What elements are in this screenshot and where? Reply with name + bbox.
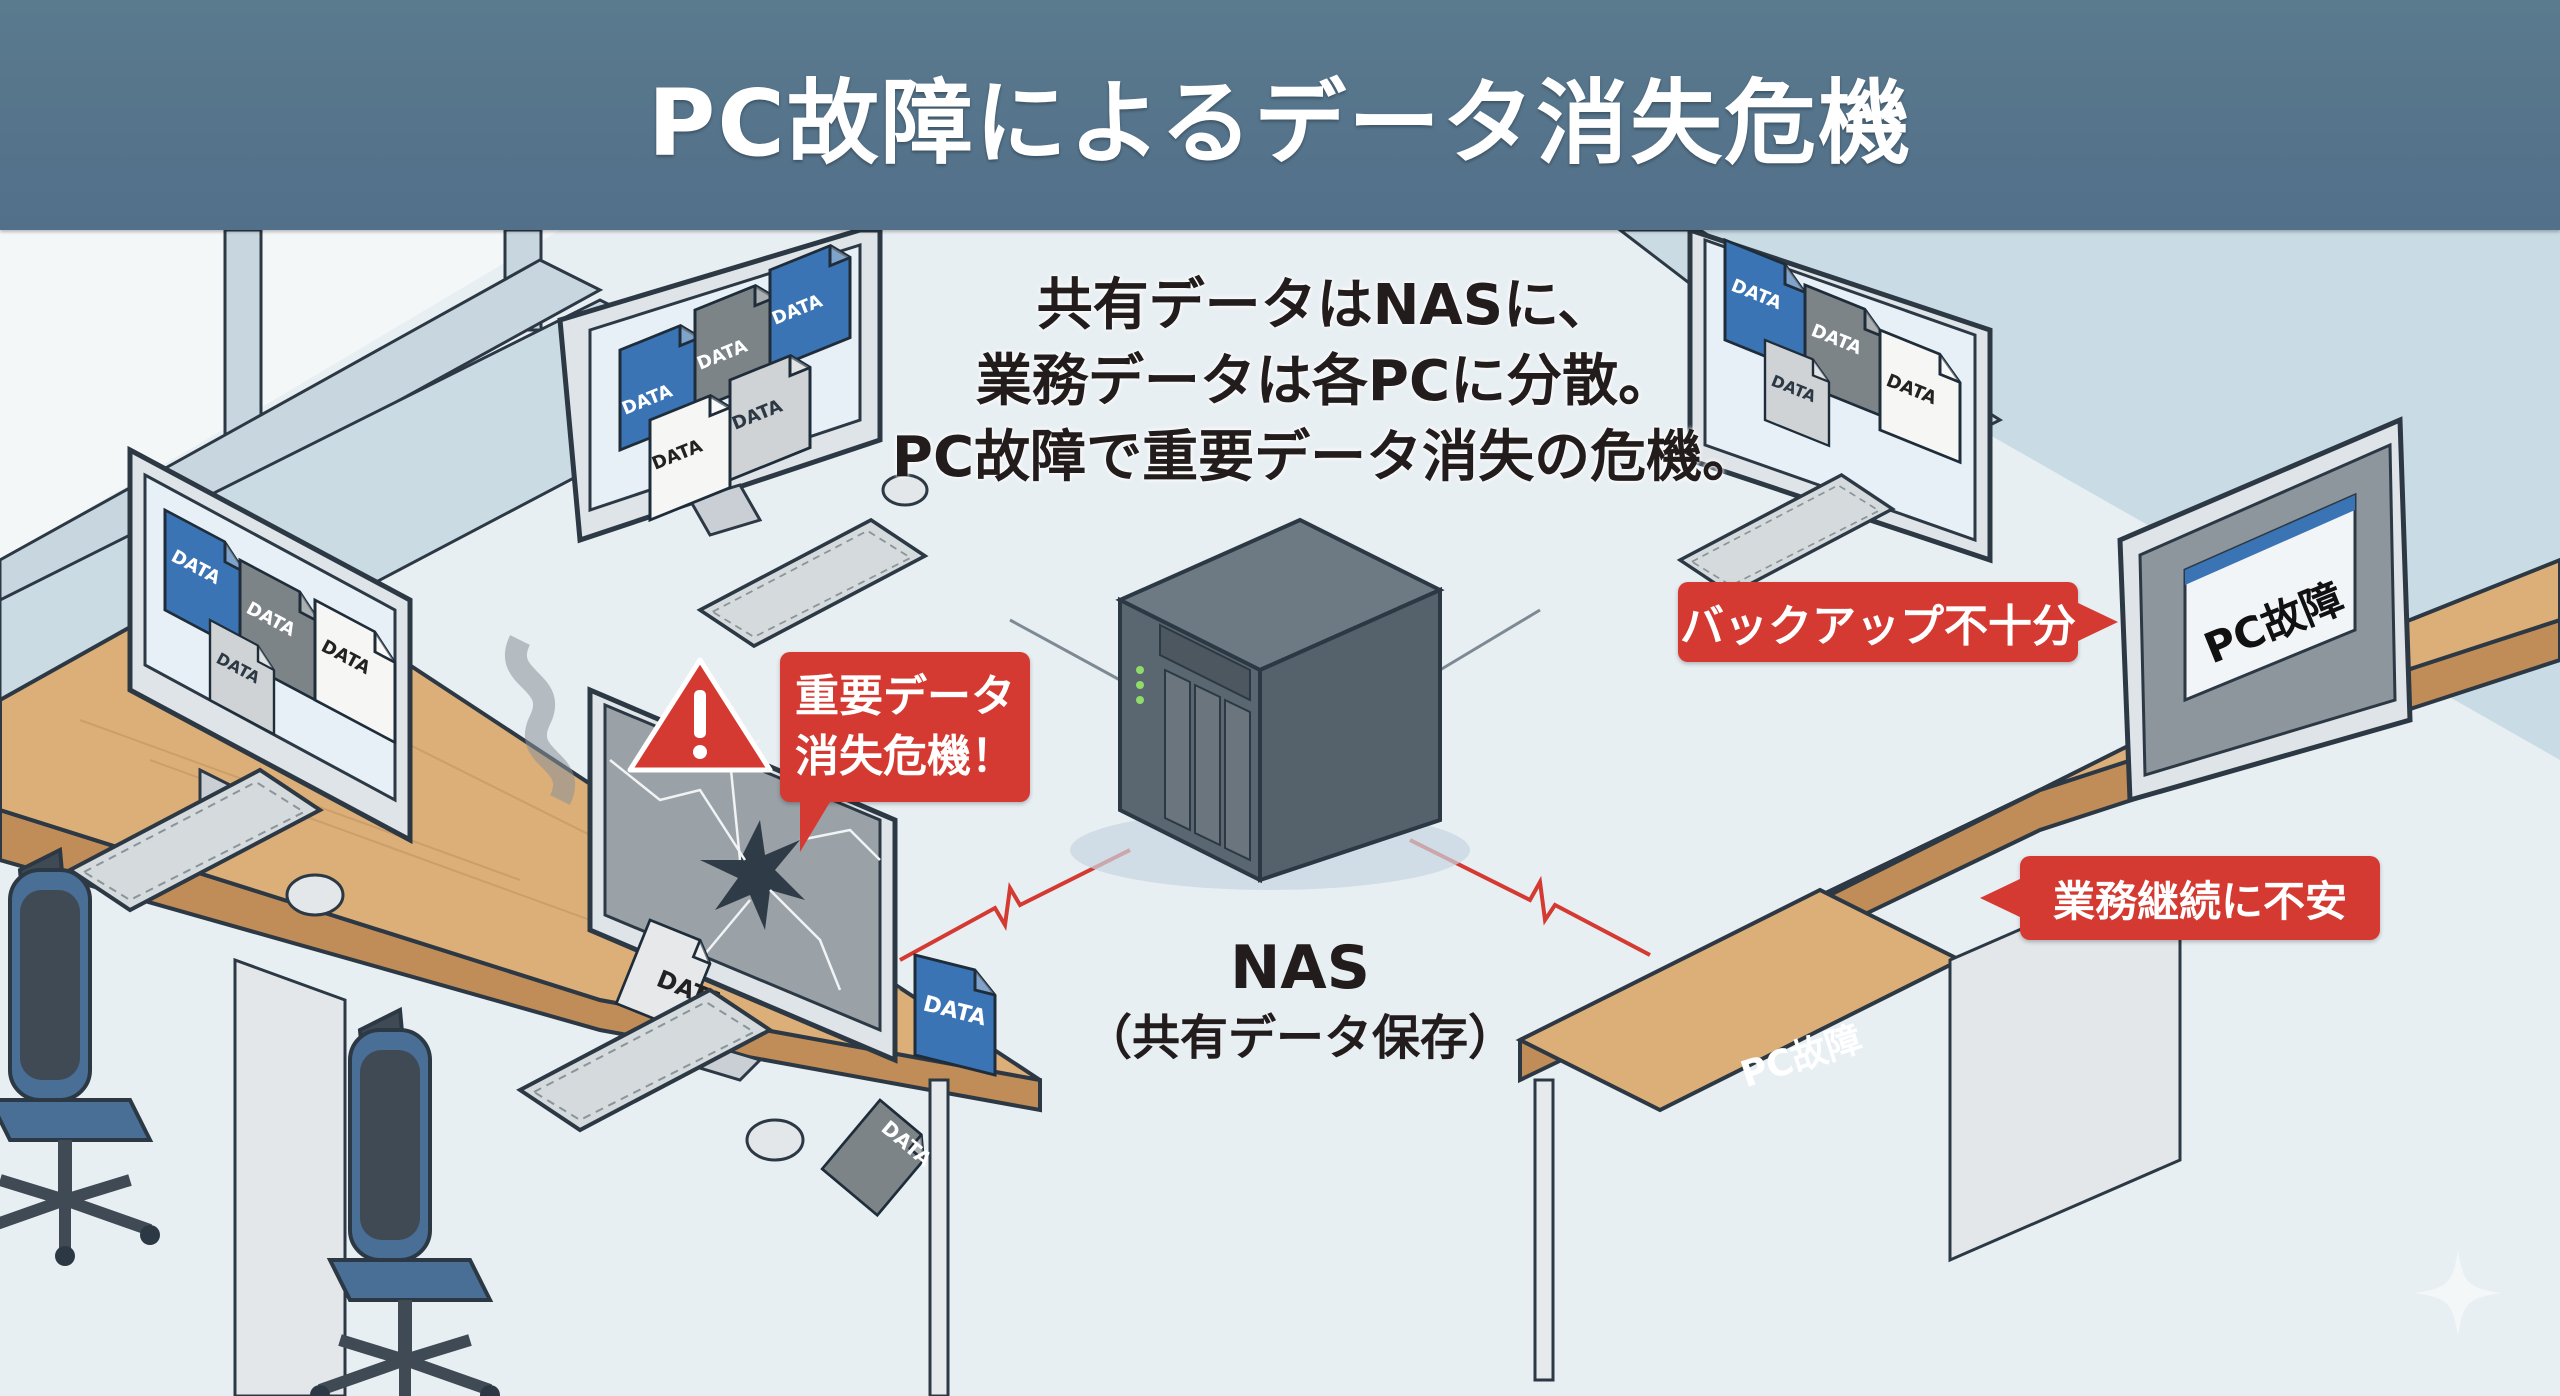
monitor-top-right: DATA DATA DATA DATA xyxy=(1687,226,1993,564)
smoke-icon: DATA DATA PC故障によるデータ消失危機 共有データはNASに、 業務デ… xyxy=(0,0,2560,1336)
business-continuity-callout: 業務継続に不安 xyxy=(1980,856,2380,940)
callout-text: 業務継続に不安 xyxy=(2052,876,2347,926)
smoke-icon xyxy=(504,635,576,805)
nas-title: NAS xyxy=(1230,933,1370,1003)
nas-subtitle: （共有データ保存） xyxy=(1083,1010,1516,1066)
monitor-top-left: DATA DATA DATA DATA DATA xyxy=(557,227,883,544)
desk-left-leg xyxy=(928,1078,950,1396)
backup-insufficient-callout: バックアップ不十分 xyxy=(1678,582,2118,662)
data-loss-callout: 重要データ 消失危機！ xyxy=(780,652,1030,852)
nas-label: NAS （共有データ保存） xyxy=(1080,930,1520,1070)
callout-text: バックアップ不十分 xyxy=(1680,601,2076,652)
desk-right-leg xyxy=(1533,1078,1555,1382)
monitor-failure-right xyxy=(2117,416,2413,804)
mouse: DATA PC故障によるデータ消失危機 共有データはNASに、 業務データは各P… xyxy=(0,0,2560,1336)
nas-server-icon xyxy=(1070,517,1470,890)
title-banner: PC故障によるデータ消失危機 xyxy=(0,0,2560,230)
caption-line: 共有データはNASに、 xyxy=(1036,273,1614,338)
mouse xyxy=(745,1118,805,1162)
callout-line: 消失危機！ xyxy=(795,731,1015,782)
network-lines-gray xyxy=(1009,608,1541,682)
caption-line: 業務データは各PCに分散。 xyxy=(975,349,1675,414)
smoke-icon: DATA DATA PC故障によるデータ消失危機 共有データはNASに、 業務デ… xyxy=(0,0,2560,1336)
crack-hole xyxy=(700,820,805,930)
summary-caption: 共有データはNASに、 業務データは各PCに分散。 PC故障で重要データ消失の危… xyxy=(800,268,1850,496)
keyboard: DATA PC故障によるデータ消失危機 共有データはNASに、 業務データは各P… xyxy=(0,0,2560,1336)
warning-triangle-icon xyxy=(627,657,773,773)
page-title: PC故障によるデータ消失危機 xyxy=(647,69,1913,177)
mouse xyxy=(881,473,929,507)
callout-line: 重要データ xyxy=(795,671,1015,722)
mouse xyxy=(285,873,345,917)
sparkle-icon xyxy=(2415,1250,2501,1336)
mouse: DATA DATA PC故障によるデータ消失危機 共有データはNASに、 業務デ… xyxy=(0,0,2560,1336)
drawer-cabinet-left xyxy=(233,957,347,1396)
keyboard: DATA DATA PC故障によるデータ消失危機 共有データはNASに、 業務デ… xyxy=(0,0,2560,1336)
monitor-left: DATA DATA DATA DATA xyxy=(127,445,413,845)
network-lines xyxy=(899,838,1651,962)
caption-line: PC故障で重要データ消失の危機。 xyxy=(891,425,1759,490)
